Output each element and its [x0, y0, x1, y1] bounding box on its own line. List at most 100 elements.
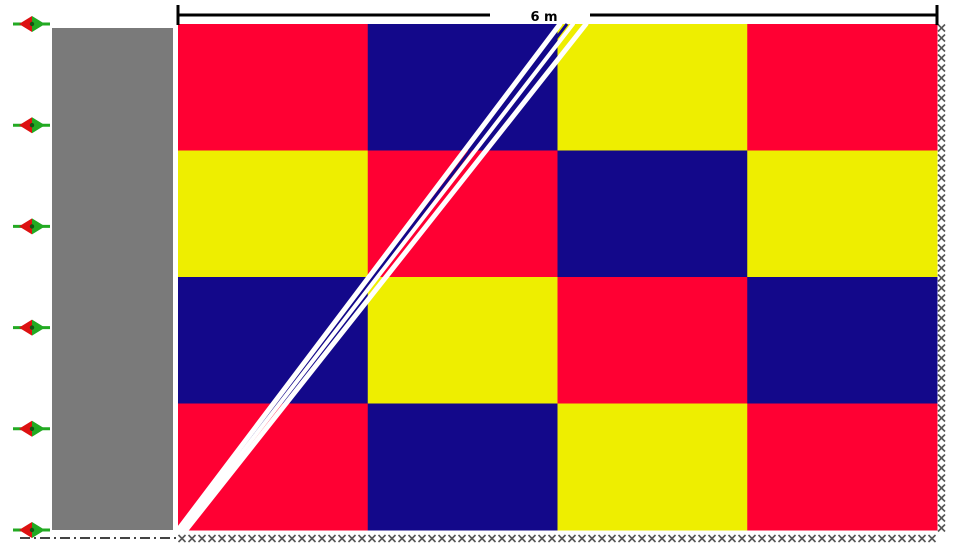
fixed-boundary-x-icon	[937, 133, 946, 143]
fixed-boundary-x-icon	[937, 123, 946, 133]
fixed-boundary-x-icon	[187, 534, 197, 543]
fixed-boundary-x-icon	[937, 363, 946, 373]
fixed-boundary-x-icon	[547, 534, 557, 543]
fixed-boundary-x-icon	[207, 534, 217, 543]
fixed-boundary-x-icon	[937, 343, 946, 353]
fixed-boundary-x-icon	[577, 534, 587, 543]
fixed-boundary-x-icon	[937, 73, 946, 83]
fixed-boundary-x-icon	[817, 534, 827, 543]
fixed-boundary-x-icon	[667, 534, 677, 543]
fixed-boundary-x-icon	[247, 534, 257, 543]
width-dimension: 6 m	[176, 5, 939, 25]
fixed-boundary-x-icon	[937, 63, 946, 73]
fixed-boundary-x-icon	[867, 534, 877, 543]
fixed-boundary-x-icon	[807, 534, 817, 543]
fixed-boundary-x-icon	[857, 534, 867, 543]
fixed-boundary-x-icon	[937, 503, 946, 513]
fixed-boundary-x-icon	[417, 534, 427, 543]
left-supports	[13, 16, 50, 538]
fixed-boundary-x-icon	[937, 423, 946, 433]
fixed-boundary-x-icon	[617, 534, 627, 543]
fixed-boundary-x-icon	[937, 43, 946, 53]
grid-cell-yellow	[367, 277, 558, 404]
roller-support-icon	[13, 218, 50, 235]
grid-cell-blue	[178, 277, 369, 404]
fixed-boundary-x-icon	[837, 534, 847, 543]
fixed-boundary-x-icon	[937, 413, 946, 423]
fixed-boundary-x-icon	[937, 23, 946, 33]
grid-cell-red	[747, 24, 938, 151]
grid-cell-yellow	[178, 150, 369, 278]
fixed-boundary-x-icon	[467, 534, 477, 543]
fixed-boundary-x-icon	[887, 534, 897, 543]
fixed-boundary-x-icon	[227, 534, 237, 543]
fixed-boundary-x-icon	[217, 534, 227, 543]
fixed-boundary-x-icon	[937, 213, 946, 223]
fixed-boundary-x-icon	[937, 353, 946, 363]
fixed-boundary-x-icon	[677, 534, 687, 543]
fixed-boundary-x-icon	[927, 534, 937, 543]
fixed-boundary-x-icon	[627, 534, 637, 543]
fixed-boundary-x-icon	[257, 534, 267, 543]
fixed-boundary-x-icon	[567, 534, 577, 543]
fixed-boundary-x-icon	[497, 534, 507, 543]
fixed-boundary-x-icon	[937, 473, 946, 483]
grid-cell-red	[178, 403, 369, 531]
right-fixed-boundary	[937, 23, 946, 533]
crack-lines	[175, 21, 589, 533]
fixed-boundary-x-icon	[507, 534, 517, 543]
fixed-boundary-x-icon	[357, 534, 367, 543]
fixed-boundary-x-icon	[527, 534, 537, 543]
fixed-boundary-x-icon	[657, 534, 667, 543]
fixed-boundary-x-icon	[557, 534, 567, 543]
fixed-boundary-x-icon	[537, 534, 547, 543]
fixed-boundary-x-icon	[477, 534, 487, 543]
roller-support-icon	[13, 522, 50, 538]
fixed-boundary-x-icon	[937, 233, 946, 243]
fixed-boundary-x-icon	[937, 83, 946, 93]
roller-support-icon	[13, 319, 50, 336]
fixed-boundary-x-icon	[697, 534, 707, 543]
fixed-boundary-x-icon	[937, 143, 946, 153]
fixed-boundary-x-icon	[937, 263, 946, 273]
fixed-boundary-x-icon	[197, 534, 207, 543]
fixed-boundary-x-icon	[847, 534, 857, 543]
grid-cell-yellow	[747, 150, 938, 278]
fixed-boundary-x-icon	[267, 534, 277, 543]
fixed-boundary-x-icon	[937, 103, 946, 113]
grid-cell-yellow	[557, 24, 748, 151]
fixed-boundary-x-icon	[937, 273, 946, 283]
bottom-fixed-boundary	[20, 534, 937, 543]
roller-support-icon	[13, 16, 50, 32]
fixed-boundary-x-icon	[937, 243, 946, 253]
fixed-boundary-x-icon	[767, 534, 777, 543]
fixed-boundary-x-icon	[367, 534, 377, 543]
fixed-boundary-x-icon	[387, 534, 397, 543]
fixed-boundary-x-icon	[177, 534, 187, 543]
fixed-boundary-x-icon	[587, 534, 597, 543]
fixed-boundary-x-icon	[877, 534, 887, 543]
fixed-boundary-x-icon	[937, 303, 946, 313]
fixed-boundary-x-icon	[317, 534, 327, 543]
fixed-boundary-x-icon	[297, 534, 307, 543]
fixed-boundary-x-icon	[277, 534, 287, 543]
fixed-boundary-x-icon	[407, 534, 417, 543]
fixed-boundary-x-icon	[647, 534, 657, 543]
crack-line	[175, 21, 563, 533]
fixed-boundary-x-icon	[917, 534, 927, 543]
fixed-boundary-x-icon	[597, 534, 607, 543]
fixed-boundary-x-icon	[907, 534, 917, 543]
fixed-boundary-x-icon	[937, 53, 946, 63]
crack-line	[183, 21, 589, 533]
fixed-boundary-x-icon	[397, 534, 407, 543]
fixed-boundary-x-icon	[727, 534, 737, 543]
fixed-boundary-x-icon	[437, 534, 447, 543]
grid-cell-blue	[367, 24, 558, 151]
fixed-boundary-x-icon	[797, 534, 807, 543]
grid-cell-yellow	[557, 403, 748, 531]
fixed-boundary-x-icon	[937, 333, 946, 343]
fixed-boundary-x-icon	[377, 534, 387, 543]
grid-cell-red	[178, 24, 369, 151]
fixed-boundary-x-icon	[937, 493, 946, 503]
